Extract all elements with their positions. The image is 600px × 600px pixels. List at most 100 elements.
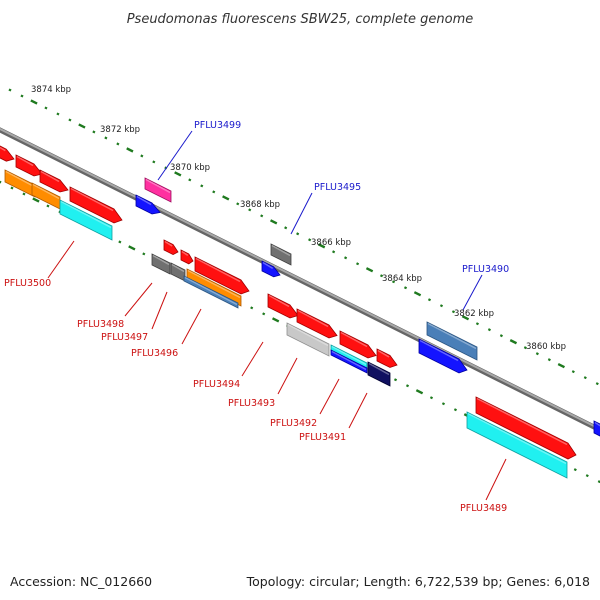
- upper-scale-tick: [270, 219, 278, 225]
- feature-magenta: [144, 177, 172, 203]
- feature-light-gray-shape: [286, 322, 330, 357]
- feature-blue-shape: [261, 260, 281, 278]
- backbone: [0, 127, 600, 433]
- lower-scale-tick: [128, 245, 136, 251]
- gene-features: [0, 145, 600, 479]
- feature-red-highlight: [40, 170, 60, 183]
- gene-label[interactable]: PFLU3491: [299, 432, 346, 443]
- upper-scale-tick: [8, 88, 12, 92]
- feature-red-highlight: [268, 294, 290, 308]
- gene-leader-line: [277, 357, 298, 395]
- gene-leader-line: [485, 458, 507, 501]
- gene-label[interactable]: PFLU3499: [194, 120, 241, 131]
- feature-gray-highlight: [271, 244, 291, 257]
- feature-gray: [170, 262, 186, 282]
- lower-scale-tick: [271, 317, 280, 323]
- gene-label[interactable]: PFLU3495: [314, 182, 361, 193]
- upper-scale-tick: [152, 160, 156, 164]
- lower-scale-tick: [10, 186, 14, 190]
- lower-scale-tick: [429, 396, 434, 400]
- gene-label[interactable]: PFLU3494: [193, 379, 240, 390]
- lower-scale-tick: [585, 474, 589, 478]
- lower-scale-tick: [32, 197, 40, 203]
- feature-orange: [4, 169, 36, 198]
- feature-blue-highlight: [136, 195, 152, 206]
- position-label: 3874 kbp: [31, 85, 71, 95]
- upper-scale-tick: [44, 106, 48, 110]
- feature-orange-shape: [4, 169, 36, 198]
- upper-scale-tick: [595, 382, 599, 386]
- feature-cyan: [59, 199, 113, 241]
- feature-blue-highlight: [262, 261, 274, 269]
- feature-blue-shape: [330, 349, 368, 374]
- gene-label[interactable]: PFLU3500: [4, 278, 51, 289]
- backbone-highlight: [0, 127, 600, 431]
- label-leader-lines: [47, 130, 507, 501]
- upper-scale-tick: [212, 190, 216, 194]
- feature-cyan: [466, 411, 568, 479]
- gene-leader-line: [157, 130, 193, 181]
- feature-steel-blue: [183, 275, 239, 309]
- upper-scale-tick: [365, 267, 374, 273]
- gene-label[interactable]: PFLU3490: [462, 264, 509, 275]
- upper-scale-tick: [403, 286, 408, 290]
- feature-orange-highlight: [187, 269, 241, 299]
- position-label: 3860 kbp: [526, 342, 566, 352]
- feature-red-highlight: [377, 349, 390, 358]
- upper-scale-tick: [200, 184, 204, 188]
- feature-red: [163, 239, 179, 255]
- feature-red: [180, 249, 194, 265]
- feature-red: [15, 154, 43, 177]
- lower-scale-tick: [453, 408, 458, 412]
- upper-scale-tick: [236, 202, 240, 206]
- upper-scale-tick: [104, 136, 108, 140]
- upper-scale-tick: [356, 262, 360, 266]
- upper-scale-tick: [68, 118, 72, 122]
- gene-label[interactable]: PFLU3493: [228, 398, 275, 409]
- upper-scale-tick: [475, 322, 479, 326]
- feature-red: [376, 348, 398, 368]
- feature-red-shape: [475, 396, 577, 460]
- feature-orange-shape: [186, 268, 242, 307]
- feature-blue: [135, 194, 161, 215]
- upper-scale-tick: [451, 310, 456, 314]
- upper-scale-tick: [391, 280, 396, 284]
- gene-label[interactable]: PFLU3497: [101, 332, 148, 343]
- upper-scale-tick: [413, 291, 422, 297]
- feature-light-gray-highlight: [287, 323, 329, 347]
- feature-blue-highlight: [594, 421, 600, 427]
- gene-leader-line: [462, 274, 483, 311]
- feature-red-shape: [194, 256, 250, 295]
- feature-red-shape: [296, 308, 338, 339]
- feature-cyan-highlight: [467, 412, 567, 465]
- upper-scale-tick: [78, 123, 86, 129]
- gene-label[interactable]: PFLU3496: [131, 348, 178, 359]
- upper-scale-tick: [379, 274, 384, 278]
- upper-scale-tick: [487, 328, 491, 332]
- lower-scale-tick: [415, 389, 424, 395]
- gene-label[interactable]: PFLU3498: [77, 319, 124, 330]
- feature-red-shape: [180, 249, 194, 265]
- feature-blue: [330, 349, 368, 374]
- genome-summary-text: Topology: circular; Length: 6,722,539 bp…: [246, 574, 590, 589]
- lower-scale-tick: [393, 378, 398, 382]
- feature-red-shape: [69, 186, 123, 224]
- accession-text: Accession: NC_012660: [10, 574, 152, 589]
- feature-red-shape: [267, 293, 299, 319]
- feature-cyan-highlight: [60, 200, 112, 229]
- position-label: 3870 kbp: [170, 163, 210, 173]
- upper-scale-tick: [332, 250, 336, 254]
- upper-scale-tick: [509, 339, 518, 345]
- gene-label[interactable]: PFLU3492: [270, 418, 317, 429]
- gene-leader-line: [319, 378, 340, 415]
- feature-gray-highlight: [171, 263, 185, 273]
- feature-red-highlight: [340, 331, 368, 348]
- feature-gray-shape: [270, 243, 292, 266]
- gene-label[interactable]: PFLU3489: [460, 503, 507, 514]
- lower-scale-tick: [250, 306, 254, 310]
- feature-magenta-highlight: [145, 178, 171, 194]
- upper-scale-tick: [344, 256, 348, 260]
- upper-scale-tick: [583, 376, 587, 380]
- gene-leader-line: [181, 308, 202, 345]
- upper-scale-tick: [461, 315, 470, 321]
